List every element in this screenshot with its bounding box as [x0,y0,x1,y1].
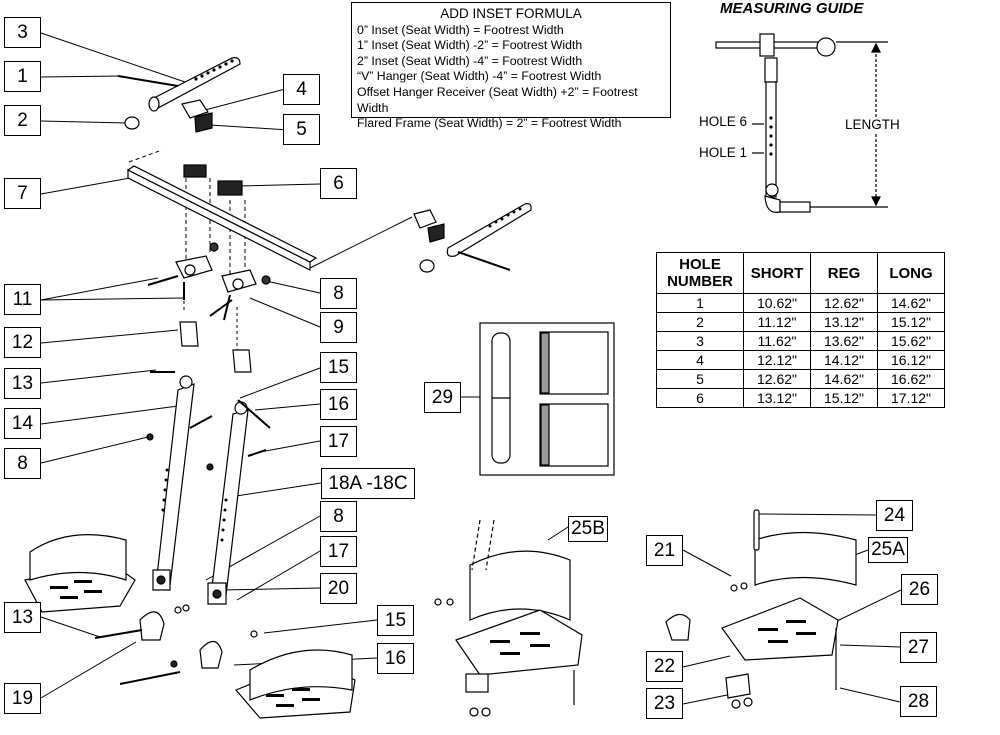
cell: 10.62" [743,293,811,313]
formula-line: 1” Inset (Seat Width) -2” = Footrest Wid… [357,38,583,53]
cell: 2 [656,312,744,332]
cell: 15.12" [810,388,878,408]
callout-5[interactable]: 5 [283,114,320,145]
callout-16[interactable]: 16 [320,389,357,420]
cell: 12.62" [810,293,878,313]
cell: 13.12" [810,312,878,332]
formula-line: “V” Hanger (Seat Width) -4” = Footrest W… [357,69,602,84]
cell: 14.62" [877,293,945,313]
callout-2[interactable]: 2 [4,105,41,136]
cell: 1 [656,293,744,313]
header-reg: REG [810,252,878,294]
callout-23[interactable]: 23 [646,688,683,719]
cell: 12.12" [743,350,811,370]
cell: 15.12" [877,312,945,332]
cell: 16.12" [877,350,945,370]
inset-formula-box: ADD INSET FORMULA 0” Inset (Seat Width) … [351,2,671,130]
formula-line: Offset Hanger Receiver (Seat Width) +2” … [357,84,638,115]
callout-11[interactable]: 11 [4,284,41,315]
callout-13[interactable]: 13 [4,602,41,633]
cell: 13.12" [743,388,811,408]
callout-13[interactable]: 13 [4,368,41,399]
cell: 11.12" [743,312,811,332]
callout-4[interactable]: 4 [283,74,320,105]
cell: 13.62" [810,331,878,351]
callout-27[interactable]: 27 [900,632,937,663]
length-label: LENGTH [845,117,900,132]
formula-line: Flared Frame (Seat Width) = 2” = Footres… [357,116,622,131]
cell: 6 [656,388,744,408]
callout-24[interactable]: 24 [876,500,913,531]
cell: 14.62" [810,369,878,389]
cell: 11.62" [743,331,811,351]
callout-8[interactable]: 8 [320,278,357,309]
callout-17[interactable]: 17 [320,536,357,567]
callout-8[interactable]: 8 [4,448,41,479]
callout-15[interactable]: 15 [377,605,414,636]
callout-22[interactable]: 22 [646,651,683,682]
callout-29[interactable]: 29 [424,382,461,413]
callout-12[interactable]: 12 [4,327,41,358]
callout-20[interactable]: 20 [320,573,357,604]
cell: 3 [656,331,744,351]
cell: 16.62" [877,369,945,389]
formula-line: 0” Inset (Seat Width) = Footrest Width [357,22,564,37]
formula-title: ADD INSET FORMULA [440,6,582,21]
callout-25a[interactable]: 25A [868,537,908,563]
cell: 4 [656,350,744,370]
header-hole-number: HOLE NUMBER [656,252,744,294]
callout-8[interactable]: 8 [320,501,357,532]
hole-1-label: HOLE 1 [699,145,748,160]
callout-6[interactable]: 6 [320,168,357,199]
cell: 15.62" [877,331,945,351]
cell: 5 [656,369,744,389]
callout-21[interactable]: 21 [646,535,683,566]
callout-25b[interactable]: 25B [568,516,608,542]
cell: 12.62" [743,369,811,389]
header-long: LONG [877,252,945,294]
callout-26[interactable]: 26 [901,574,938,605]
callout-7[interactable]: 7 [4,178,41,209]
callout-16[interactable]: 16 [377,643,414,674]
callout-19[interactable]: 19 [4,683,41,714]
measuring-guide-title: MEASURING GUIDE [720,0,864,17]
formula-line: 2” Inset (Seat Width) -4” = Footrest Wid… [357,53,583,68]
hole-6-label: HOLE 6 [699,114,748,129]
callout-1[interactable]: 1 [4,61,41,92]
callout-28[interactable]: 28 [900,686,937,717]
callout-15[interactable]: 15 [320,352,357,383]
cell: 14.12" [810,350,878,370]
callout-3[interactable]: 3 [4,17,41,48]
callout-14[interactable]: 14 [4,408,41,439]
callout-18a-18c[interactable]: 18A -18C [321,468,415,499]
callout-17[interactable]: 17 [320,426,357,457]
callout-9[interactable]: 9 [320,312,357,343]
cell: 17.12" [877,388,945,408]
header-short: SHORT [743,252,811,294]
